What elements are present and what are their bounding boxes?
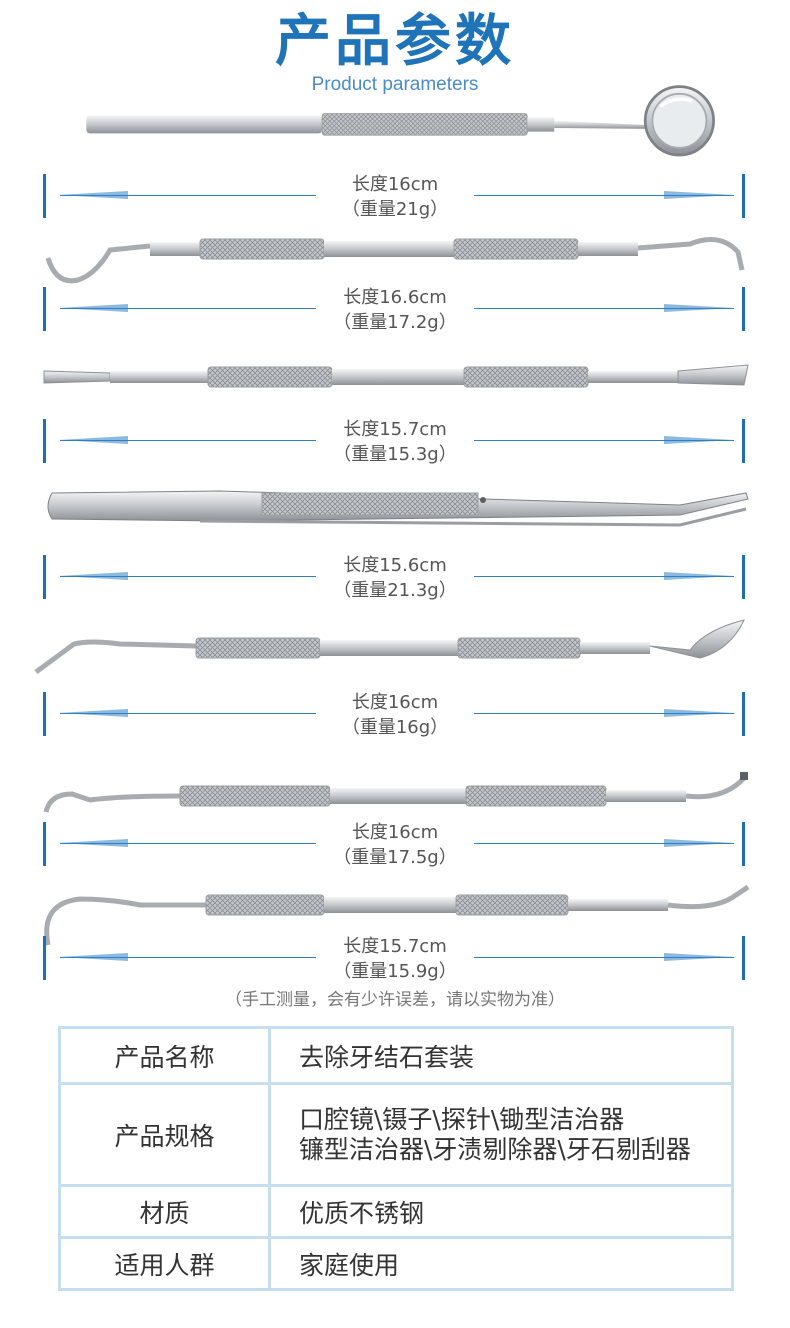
dimension-7: 长度15.7cm （重量15.9g）	[0, 932, 790, 988]
dimension-line-left	[60, 957, 316, 958]
spec-label: 材质	[58, 1184, 271, 1239]
hoe-scaler-image	[43, 364, 749, 388]
probe-hook-image	[45, 237, 745, 284]
dimension-bar-right	[742, 936, 745, 980]
dimension-line-left	[60, 308, 316, 309]
weight-label: （重量16g）	[341, 717, 449, 738]
dimension-line-right	[474, 576, 734, 577]
spec-row-spec: 产品规格 口腔镜\镊子\探针\锄型洁治器 镰型洁治器\牙渍剔除器\牙石剔刮器	[58, 1082, 734, 1187]
dimension-line-left	[60, 440, 316, 441]
length-label: 长度16cm	[351, 174, 439, 195]
spec-row-material: 材质 优质不锈钢	[58, 1184, 734, 1239]
weight-label: （重量15.3g）	[333, 444, 457, 465]
page-subtitle: Product parameters	[311, 74, 479, 95]
weight-label: （重量15.9g）	[333, 961, 457, 982]
stain-remover-image	[43, 772, 748, 813]
dimension-line-left	[60, 576, 316, 577]
length-label: 长度16cm	[351, 822, 439, 843]
dimension-line-left	[60, 195, 316, 196]
spec-value: 去除牙结石套装	[268, 1026, 734, 1085]
weight-label: （重量21g）	[341, 199, 449, 220]
arrow-right	[664, 709, 734, 717]
mouth-mirror-image	[86, 85, 715, 157]
dimension-bar-left	[43, 822, 46, 866]
dimension-bar-left	[43, 419, 46, 463]
length-label: 长度16cm	[351, 692, 439, 713]
arrow-right	[664, 953, 734, 961]
arrow-right	[664, 191, 734, 199]
dimension-bar-right	[742, 287, 745, 331]
length-label: 长度15.7cm	[343, 419, 447, 440]
spec-row-users: 适用人群 家庭使用	[58, 1236, 734, 1291]
sickle-scaler-image	[34, 619, 745, 675]
dimension-bar-left	[43, 692, 46, 736]
tweezers-image	[47, 490, 749, 527]
spec-label: 产品名称	[58, 1026, 271, 1085]
measurement-note: （手工测量，会有少许误差，请以实物为准）	[225, 990, 565, 1010]
dimension-3: 长度15.7cm （重量15.3g）	[0, 415, 790, 471]
length-label: 长度15.6cm	[343, 555, 447, 576]
dimension-line-right	[474, 440, 734, 441]
length-label: 长度15.7cm	[343, 936, 447, 957]
spec-label: 产品规格	[58, 1082, 271, 1187]
page-title: 产品参数	[275, 9, 515, 74]
dimension-bar-right	[742, 174, 745, 218]
arrow-right	[664, 436, 734, 444]
dimension-4: 长度15.6cm （重量21.3g）	[0, 551, 790, 607]
dimension-line-left	[60, 713, 316, 714]
arrow-right	[664, 572, 734, 580]
dimension-bar-left	[43, 936, 46, 980]
arrow-right	[664, 304, 734, 312]
dimension-2: 长度16.6cm （重量17.2g）	[0, 283, 790, 339]
spec-label: 适用人群	[58, 1236, 271, 1291]
dimension-line-right	[474, 195, 734, 196]
spec-value: 家庭使用	[268, 1236, 734, 1291]
spec-value-line-2: 镰型洁治器\牙渍剔除器\牙石剔刮器	[299, 1134, 691, 1164]
weight-label: （重量17.2g）	[333, 312, 457, 333]
spec-value: 口腔镜\镊子\探针\锄型洁治器 镰型洁治器\牙渍剔除器\牙石剔刮器	[268, 1082, 734, 1187]
dimension-6: 长度16cm （重量17.5g）	[0, 818, 790, 874]
spec-table: 产品名称 去除牙结石套装 产品规格 口腔镜\镊子\探针\锄型洁治器 镰型洁治器\…	[58, 1026, 734, 1291]
dimension-1: 长度16cm （重量21g）	[0, 170, 790, 226]
dimension-bar-right	[742, 419, 745, 463]
spec-value: 优质不锈钢	[268, 1184, 734, 1239]
length-label: 长度16.6cm	[343, 287, 447, 308]
dimension-line-right	[474, 957, 734, 958]
dimension-line-right	[474, 308, 734, 309]
dimension-bar-right	[742, 822, 745, 866]
dimension-line-right	[474, 713, 734, 714]
spec-value-line-1: 口腔镜\镊子\探针\锄型洁治器	[299, 1104, 625, 1134]
spec-row-name: 产品名称 去除牙结石套装	[58, 1026, 734, 1085]
weight-label: （重量21.3g）	[333, 580, 457, 601]
dimension-bar-left	[43, 555, 46, 599]
calculus-scraper-image	[44, 884, 750, 946]
dimension-bar-right	[742, 555, 745, 599]
dimension-bar-left	[43, 287, 46, 331]
arrow-right	[664, 839, 734, 847]
dimension-bar-right	[742, 692, 745, 736]
dimension-line-right	[474, 843, 734, 844]
dimension-bar-left	[43, 174, 46, 218]
weight-label: （重量17.5g）	[333, 847, 457, 868]
dimension-5: 长度16cm （重量16g）	[0, 688, 790, 744]
dimension-line-left	[60, 843, 316, 844]
